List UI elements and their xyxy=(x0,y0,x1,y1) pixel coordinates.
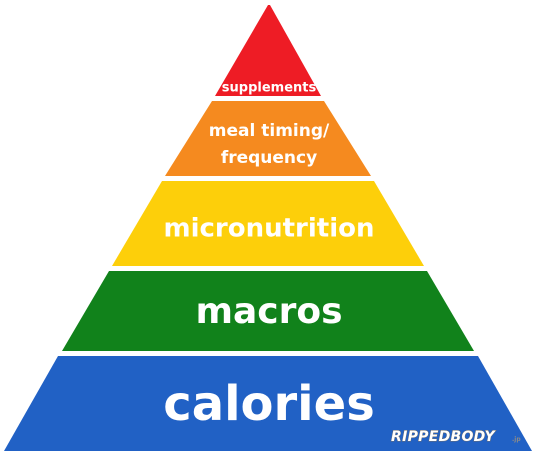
watermark-logo: RIPPEDBODY .jp xyxy=(391,429,522,446)
tier-label-calories: calories xyxy=(163,376,375,432)
tier-label-micronutrition: micronutrition xyxy=(164,214,375,244)
watermark-brand: RIPPEDBODY xyxy=(391,429,497,445)
tier-micronutrition xyxy=(112,181,424,266)
tier-label-macros: macros xyxy=(195,291,342,332)
tier-supplements xyxy=(215,5,321,96)
pyramid-tiers: supplements meal timing/frequency micronut… xyxy=(4,5,532,451)
tier-label-meal-timing-line-2: frequency xyxy=(221,148,317,168)
tier-calories xyxy=(4,356,532,451)
tier-label-meal-timing-line-1: meal timing/ xyxy=(209,121,330,141)
tier-macros xyxy=(62,271,474,351)
watermark-suffix: .jp xyxy=(512,436,521,443)
tier-label-supplements: supplements xyxy=(222,81,317,96)
tier-meal-timing xyxy=(165,101,371,176)
